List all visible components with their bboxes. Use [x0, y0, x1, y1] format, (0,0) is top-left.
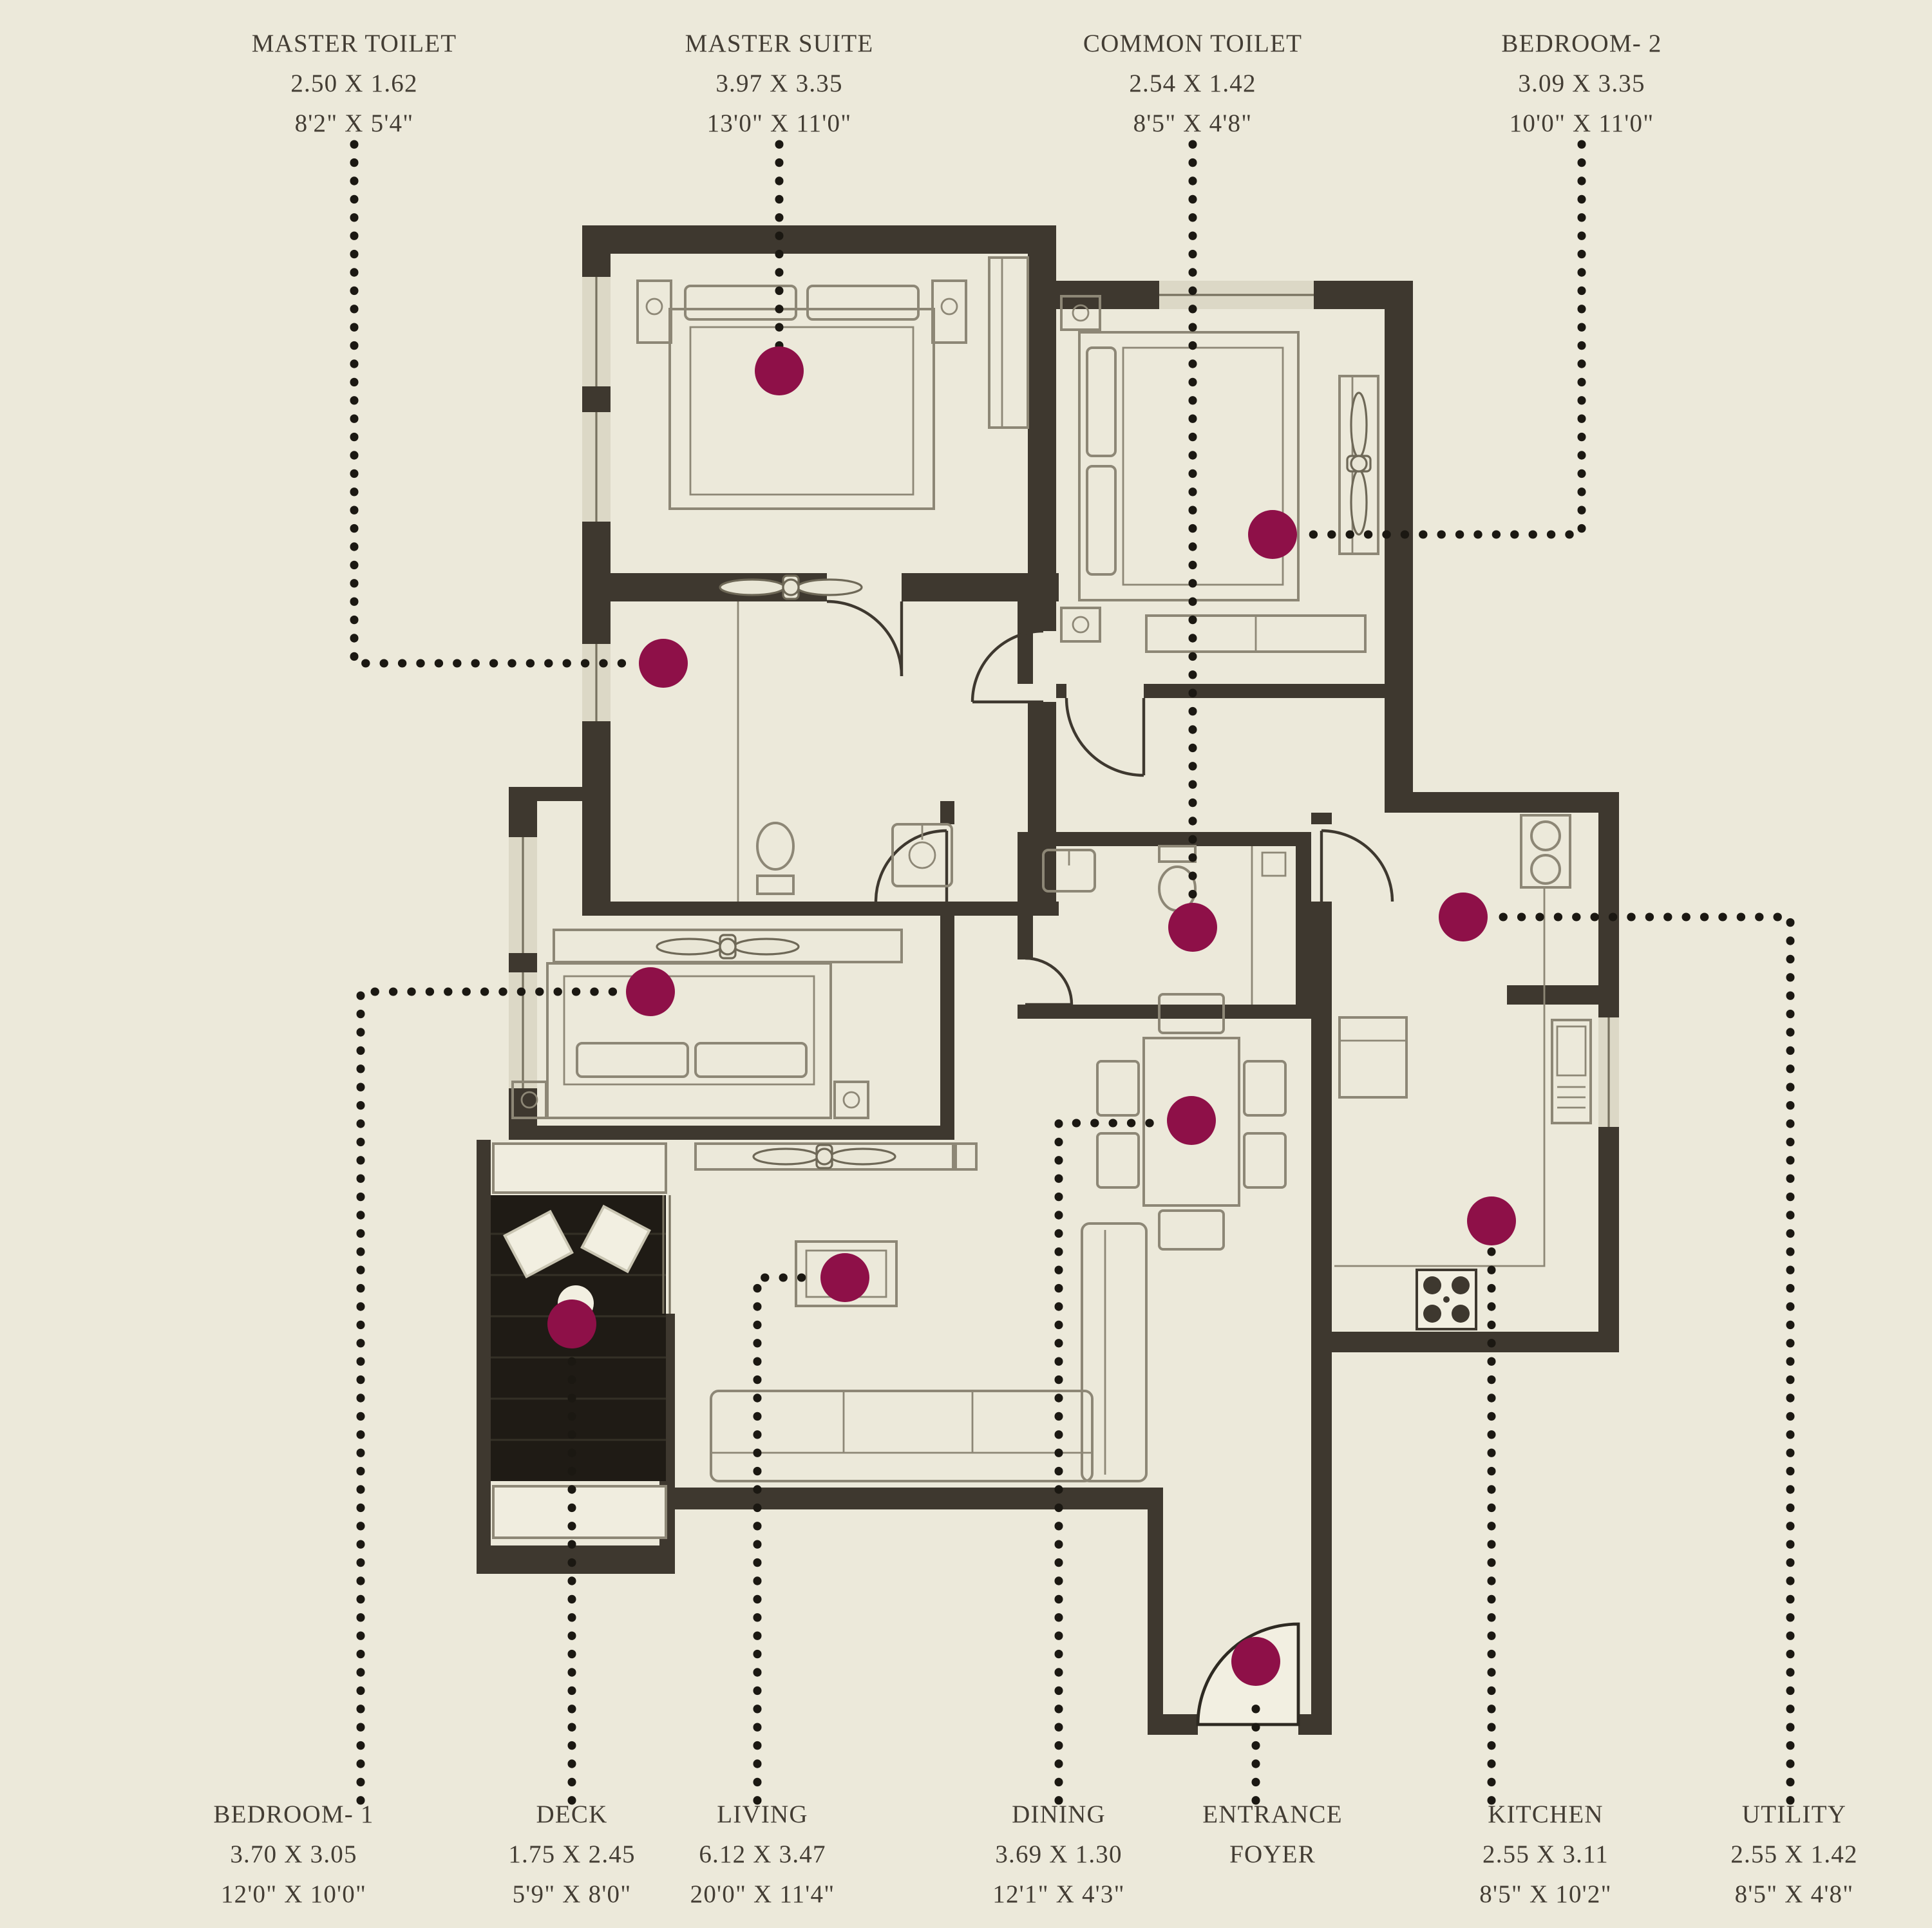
bedroom-2-door-icon	[1065, 697, 1146, 777]
room-label-entrance-foyer-line1: ENTRANCE	[1202, 1800, 1343, 1828]
kitchen-hob-icon	[1520, 814, 1571, 889]
room-label-bedroom-1-line1: BEDROOM- 1	[213, 1800, 374, 1828]
room-label-living-line2: 6.12 X 3.47	[699, 1840, 826, 1868]
marker-dot-deck	[547, 1300, 596, 1348]
marker-dot-dining	[1167, 1096, 1216, 1145]
room-label-bedroom-2-line2: 3.09 X 3.35	[1518, 70, 1645, 97]
marker-dot-utility	[1439, 893, 1488, 941]
bedroom-1-bed-icon	[511, 962, 869, 1119]
marker-dot-living	[820, 1253, 869, 1302]
room-label-master-toilet-line2: 2.50 X 1.62	[290, 70, 417, 97]
marker-dot-kitchen	[1467, 1196, 1516, 1245]
windows	[509, 277, 1619, 1127]
room-label-common-toilet-line1: COMMON TOILET	[1083, 30, 1302, 57]
kitchen-door-icon	[1320, 829, 1394, 902]
room-label-dining-line3: 12'1" X 4'3"	[992, 1880, 1124, 1908]
room-label-master-toilet-line1: MASTER TOILET	[252, 30, 457, 57]
leader-utility	[1482, 912, 1795, 1805]
common-toilet-door-icon	[1025, 956, 1074, 1007]
master-toilet-fixtures	[737, 601, 953, 902]
leader-bedroom-2	[1294, 140, 1586, 539]
marker-dot-bedroom-1	[626, 967, 675, 1016]
bedroom-1-door-icon	[874, 829, 949, 902]
master-suite-bed-icon	[636, 279, 967, 510]
room-label-deck-line1: DECK	[536, 1800, 608, 1828]
room-label-bedroom-1-line2: 3.70 X 3.05	[230, 1840, 357, 1868]
room-label-dining-line1: DINING	[1012, 1800, 1106, 1828]
room-label-entrance-foyer-line2: FOYER	[1229, 1840, 1316, 1868]
room-label-utility-line3: 8'5" X 4'8"	[1735, 1880, 1854, 1908]
room-label-master-suite-line1: MASTER SUITE	[685, 30, 874, 57]
leader-bedroom-1	[356, 987, 629, 1805]
room-label-dining-line2: 3.69 X 1.30	[995, 1840, 1122, 1868]
room-label-common-toilet-line3: 8'5" X 4'8"	[1133, 109, 1253, 137]
room-label-kitchen-line2: 2.55 X 3.11	[1482, 1840, 1609, 1868]
common-toilet-fixtures	[1042, 845, 1287, 1005]
marker-dot-master-toilet	[639, 639, 688, 688]
marker-dot-common-toilet	[1168, 903, 1217, 952]
bedroom-2-dresser-icon	[1145, 614, 1367, 653]
room-label-master-toilet-line3: 8'2" X 5'4"	[295, 109, 414, 137]
room-label-master-suite-line2: 3.97 X 3.35	[715, 70, 842, 97]
room-label-utility-line1: UTILITY	[1742, 1800, 1846, 1828]
room-label-kitchen-line3: 8'5" X 10'2"	[1479, 1880, 1611, 1908]
marker-dot-entrance-foyer	[1231, 1637, 1280, 1686]
marker-dots	[547, 346, 1516, 1686]
room-label-living-line1: LIVING	[717, 1800, 808, 1828]
leader-lines	[350, 140, 1795, 1805]
room-label-bedroom-2-line1: BEDROOM- 2	[1501, 30, 1662, 57]
room-labels: MASTER TOILET 2.50 X 1.62 8'2" X 5'4" MASTE…	[213, 30, 1857, 1908]
mirror-icon	[1346, 392, 1372, 536]
room-label-bedroom-2-line3: 10'0" X 11'0"	[1510, 109, 1654, 137]
room-label-deck-line2: 1.75 X 2.45	[508, 1840, 635, 1868]
walls	[477, 225, 1619, 1735]
room-label-bedroom-1-line3: 12'0" X 10'0"	[221, 1880, 366, 1908]
ceiling-fan-icon	[752, 1144, 896, 1169]
kitchen-sink-icon	[1551, 1019, 1592, 1124]
kitchen-fixtures	[1334, 814, 1592, 1330]
marker-dot-master-suite	[755, 346, 804, 395]
living-sofa-icon	[710, 1222, 1148, 1482]
door-swings	[826, 600, 1394, 1726]
marker-dot-bedroom-2	[1248, 510, 1297, 559]
leader-living	[753, 1273, 821, 1805]
room-label-living-line3: 20'0" X 11'4"	[690, 1880, 835, 1908]
room-label-common-toilet-line2: 2.54 X 1.42	[1129, 70, 1256, 97]
room-label-kitchen-line1: KITCHEN	[1488, 1800, 1604, 1828]
master-suite-wardrobe-icon	[988, 256, 1029, 429]
room-label-utility-line2: 2.55 X 1.42	[1730, 1840, 1857, 1868]
ceiling-fan-icon	[719, 574, 863, 600]
room-label-master-suite-line3: 13'0" X 11'0"	[707, 109, 852, 137]
dining-set-icon	[1096, 993, 1287, 1251]
leader-dining	[1054, 1119, 1170, 1805]
master-toilet-door-icon	[971, 629, 1044, 704]
deck-chairs-icon	[503, 1204, 651, 1321]
room-label-deck-line3: 5'9" X 8'0"	[513, 1880, 632, 1908]
ceiling-fan-icon	[656, 934, 800, 959]
bedroom-2-bed-icon	[1060, 295, 1300, 643]
fridge-icon	[1338, 1016, 1408, 1099]
stove-icon	[1416, 1269, 1477, 1330]
master-suite-door-icon	[826, 600, 904, 677]
living-tv-console-icon	[694, 1142, 978, 1171]
